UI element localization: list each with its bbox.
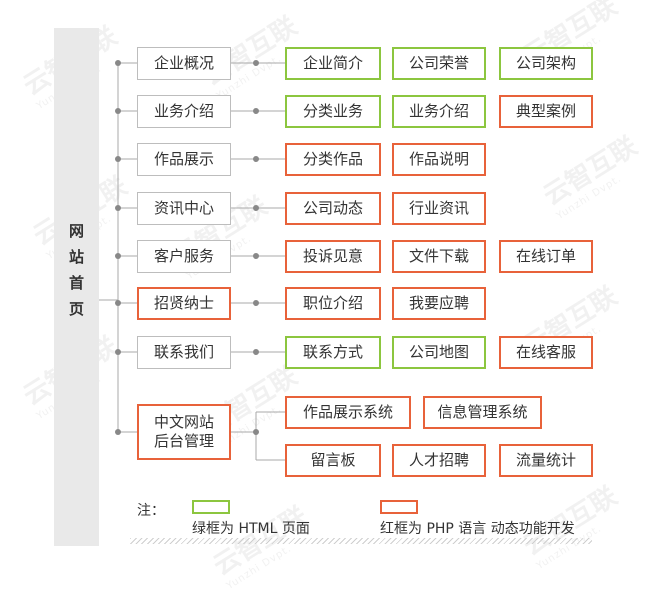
category-about[interactable]: 企业概况 xyxy=(137,47,231,80)
item-company-honors[interactable]: 公司荣誉 xyxy=(392,47,486,80)
root-char: 首 xyxy=(68,274,84,292)
category-label: 资讯中心 xyxy=(153,199,214,217)
item-label: 公司架构 xyxy=(515,54,576,72)
legend-red-label: 红框为 PHP 语言 动态功能开发 xyxy=(380,521,575,537)
item-complaints[interactable]: 投诉见意 xyxy=(285,240,381,273)
item-label: 作品说明 xyxy=(408,150,469,168)
category-label: 联系我们 xyxy=(153,343,214,361)
item-label: 公司动态 xyxy=(302,199,363,217)
item-business-intro[interactable]: 业务介绍 xyxy=(392,95,486,128)
category-label-line1: 中文网站 xyxy=(153,413,214,431)
category-business[interactable]: 业务介绍 xyxy=(137,95,231,128)
legend-green-swatch xyxy=(192,500,230,514)
category-label: 客户服务 xyxy=(153,247,214,265)
item-label: 业务介绍 xyxy=(408,102,469,120)
category-works[interactable]: 作品展示 xyxy=(137,143,231,176)
item-label: 流量统计 xyxy=(515,451,576,469)
item-label: 信息管理系统 xyxy=(437,403,528,421)
connector-lines xyxy=(99,60,285,461)
item-business-category[interactable]: 分类业务 xyxy=(285,95,381,128)
item-company-map[interactable]: 公司地图 xyxy=(392,336,486,369)
item-company-intro[interactable]: 企业简介 xyxy=(285,47,381,80)
item-typical-cases[interactable]: 典型案例 xyxy=(499,95,593,128)
item-label: 企业简介 xyxy=(302,54,363,72)
item-label: 投诉见意 xyxy=(302,247,363,265)
item-works-description[interactable]: 作品说明 xyxy=(392,143,486,176)
root-char: 站 xyxy=(68,248,84,266)
root-label: 网 站 首 页 xyxy=(54,218,99,322)
legend-title: 注： xyxy=(137,503,165,519)
item-guestbook[interactable]: 留言板 xyxy=(285,444,381,477)
item-label: 职位介绍 xyxy=(302,294,363,312)
category-label: 企业概况 xyxy=(153,54,214,72)
item-label: 典型案例 xyxy=(515,102,576,120)
legend-red-swatch xyxy=(380,500,418,514)
item-works-system[interactable]: 作品展示系统 xyxy=(285,396,411,429)
item-label: 联系方式 xyxy=(302,343,363,361)
item-label: 作品展示系统 xyxy=(302,403,393,421)
item-industry-news[interactable]: 行业资讯 xyxy=(392,192,486,225)
item-label: 留言板 xyxy=(310,451,356,469)
item-job-intro[interactable]: 职位介绍 xyxy=(285,287,381,320)
item-label: 文件下载 xyxy=(408,247,469,265)
item-file-download[interactable]: 文件下载 xyxy=(392,240,486,273)
category-news[interactable]: 资讯中心 xyxy=(137,192,231,225)
category-admin[interactable]: 中文网站 后台管理 xyxy=(137,404,231,460)
item-label: 公司荣誉 xyxy=(408,54,469,72)
item-label: 分类作品 xyxy=(302,150,363,168)
category-jobs[interactable]: 招贤纳士 xyxy=(137,287,231,320)
item-label: 在线订单 xyxy=(515,247,576,265)
root-char: 页 xyxy=(68,300,84,318)
item-info-system[interactable]: 信息管理系统 xyxy=(423,396,542,429)
category-contact[interactable]: 联系我们 xyxy=(137,336,231,369)
item-traffic-stats[interactable]: 流量统计 xyxy=(499,444,593,477)
item-label: 分类业务 xyxy=(302,102,363,120)
item-label: 我要应聘 xyxy=(408,294,469,312)
item-label: 人才招聘 xyxy=(408,451,469,469)
category-service[interactable]: 客户服务 xyxy=(137,240,231,273)
item-label: 在线客服 xyxy=(515,343,576,361)
item-works-category[interactable]: 分类作品 xyxy=(285,143,381,176)
item-label: 公司地图 xyxy=(408,343,469,361)
category-label-line2: 后台管理 xyxy=(153,432,214,450)
footer-hatch-divider xyxy=(130,538,592,544)
item-label: 行业资讯 xyxy=(408,199,469,217)
root-panel: 网 站 首 页 xyxy=(54,28,99,546)
item-contact-info[interactable]: 联系方式 xyxy=(285,336,381,369)
category-label: 业务介绍 xyxy=(153,102,214,120)
item-apply[interactable]: 我要应聘 xyxy=(392,287,486,320)
root-char: 网 xyxy=(68,222,84,240)
item-recruitment[interactable]: 人才招聘 xyxy=(392,444,486,477)
item-online-order[interactable]: 在线订单 xyxy=(499,240,593,273)
item-company-news[interactable]: 公司动态 xyxy=(285,192,381,225)
item-online-support[interactable]: 在线客服 xyxy=(499,336,593,369)
item-company-structure[interactable]: 公司架构 xyxy=(499,47,593,80)
category-label: 招贤纳士 xyxy=(153,294,214,312)
legend-green-label: 绿框为 HTML 页面 xyxy=(192,521,310,537)
category-label: 作品展示 xyxy=(153,150,214,168)
